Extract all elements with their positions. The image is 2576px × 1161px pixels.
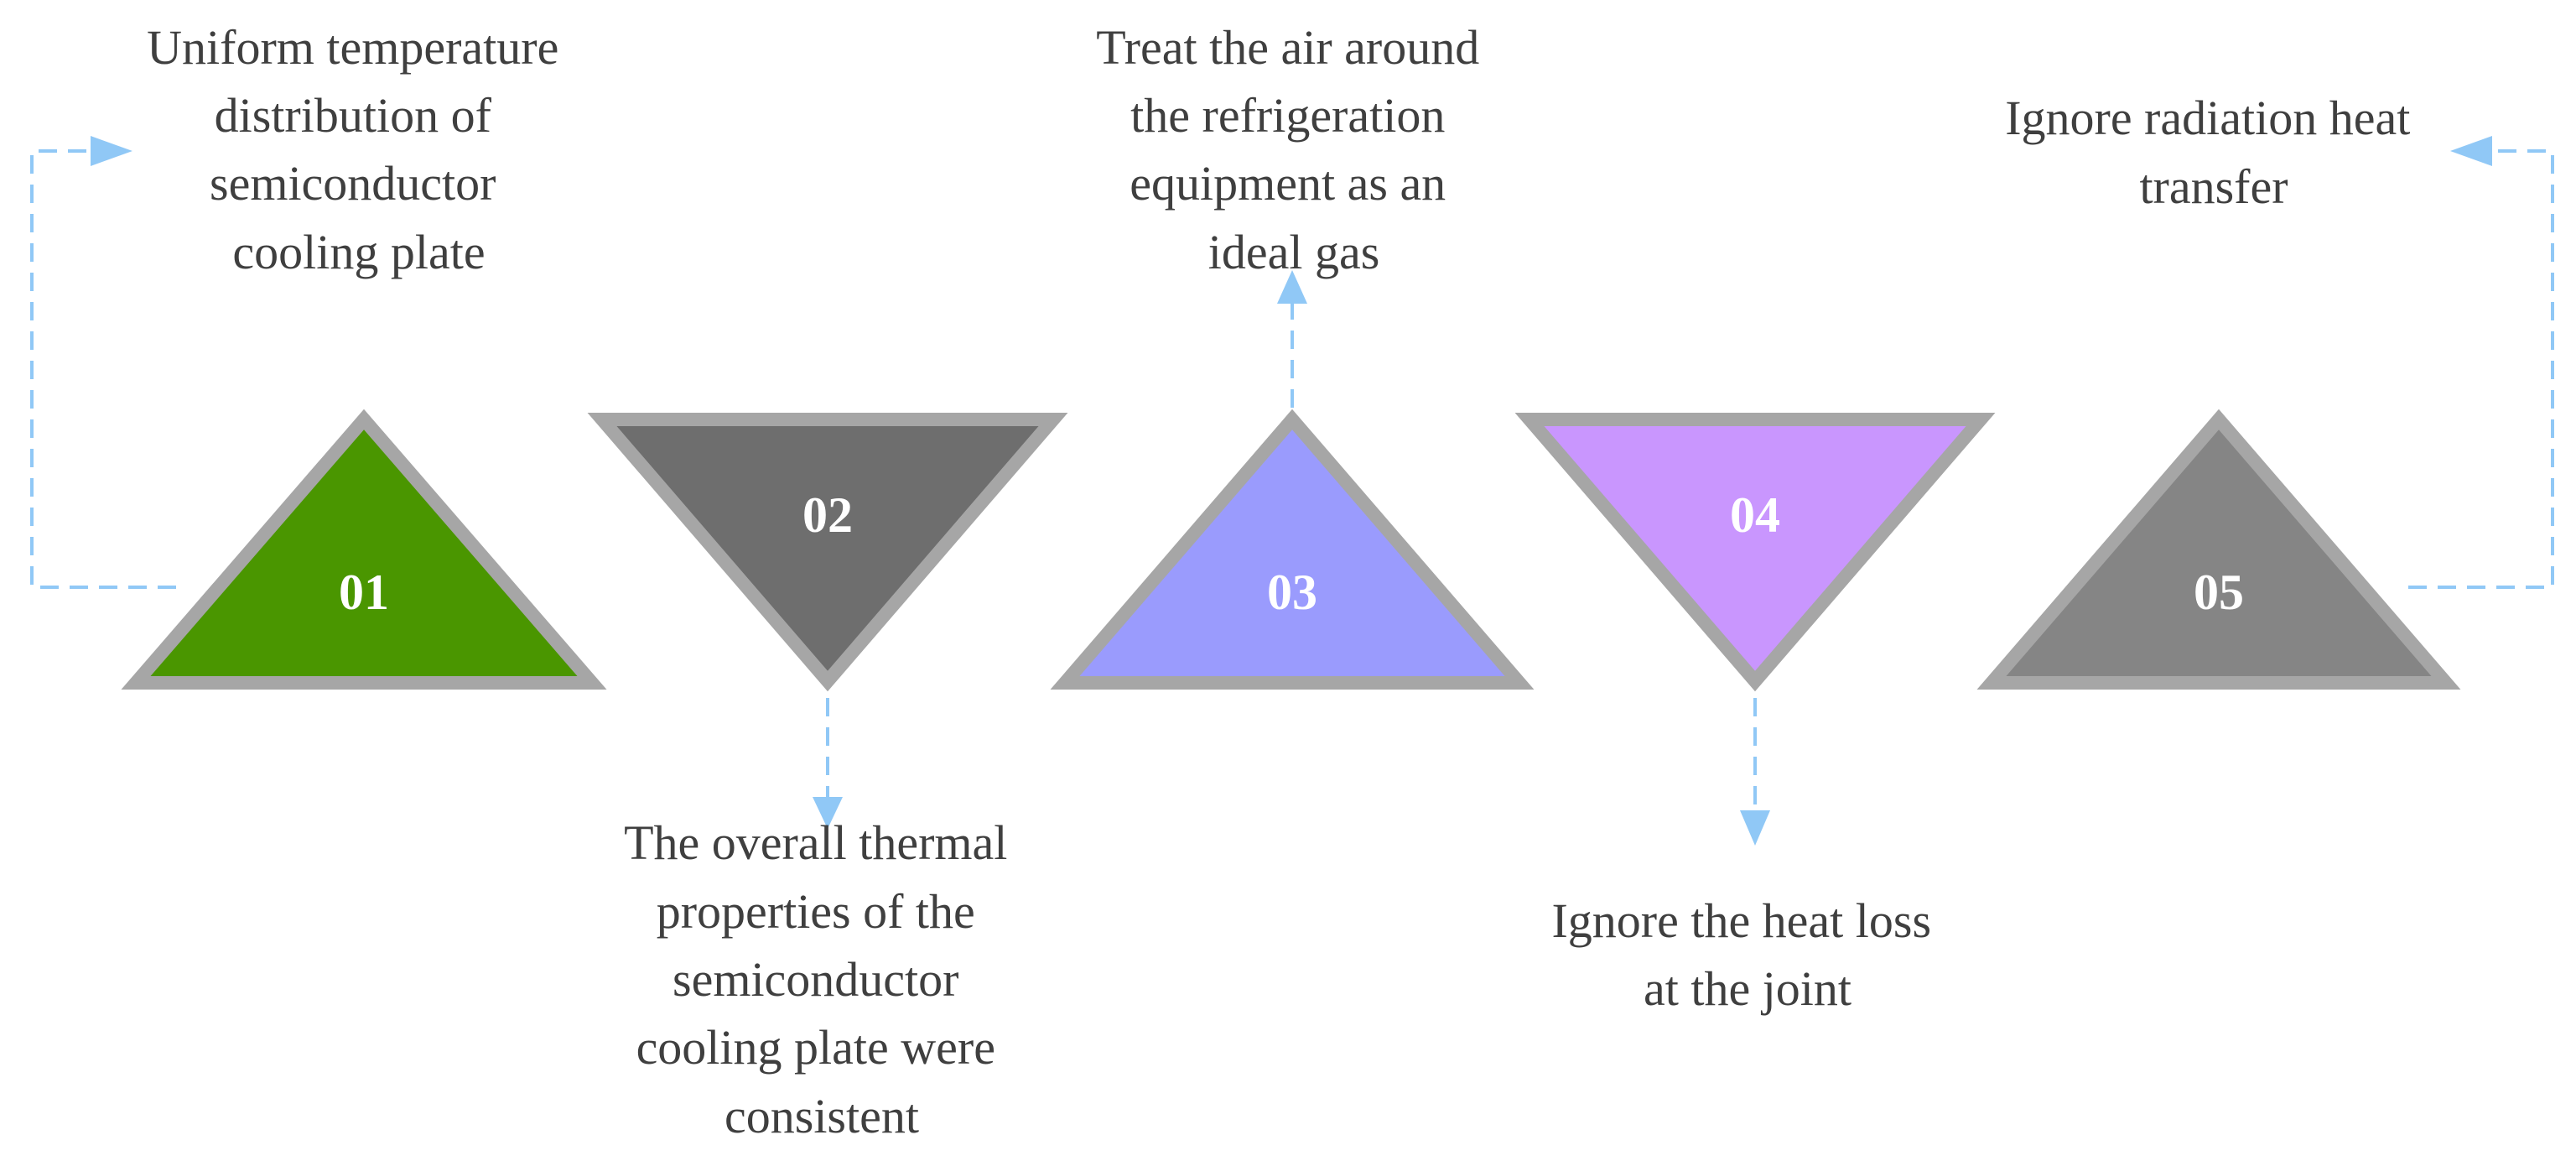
triangle-02	[602, 419, 1053, 681]
description-line: semiconductor	[210, 156, 496, 211]
connector-05	[2408, 149, 2554, 589]
step-description-04: Ignore the heat loss at the joint	[1551, 893, 1943, 1016]
arrowhead-03	[1277, 270, 1307, 304]
triangle-01	[136, 419, 592, 683]
description-line: cooling plate	[232, 225, 485, 279]
description-line: Ignore the heat loss	[1551, 893, 1931, 948]
arrowhead-02	[813, 797, 843, 829]
triangles	[121, 409, 2461, 692]
triangle-05	[1992, 419, 2446, 683]
step-number-02: 02	[802, 487, 853, 543]
description-line: cooling plate were	[636, 1020, 995, 1075]
step-description-02: The overall thermal properties of the se…	[624, 815, 1020, 1143]
description-line: The overall thermal	[624, 815, 1007, 870]
triangle-04	[1530, 419, 1981, 681]
description-line: ideal gas	[1208, 225, 1380, 279]
description-line: Ignore radiation heat	[2005, 91, 2410, 145]
step-number-05: 05	[2194, 565, 2244, 620]
description-line: at the joint	[1644, 961, 1852, 1016]
triangle-04-border	[1514, 413, 1996, 692]
arrowhead-04	[1740, 810, 1770, 846]
step-number-04: 04	[1730, 487, 1780, 543]
description-line: semiconductor	[673, 952, 958, 1007]
step-description-03: Treat the air around the refrigeration e…	[1096, 20, 1491, 279]
description-line: the refrigeration	[1130, 88, 1445, 143]
triangle-02-border	[587, 413, 1068, 692]
arrowhead-01	[91, 136, 132, 166]
description-line: transfer	[2139, 159, 2288, 214]
description-line: consistent	[724, 1089, 919, 1143]
step-number-01: 01	[339, 565, 389, 620]
description-line: Treat the air around	[1096, 20, 1479, 75]
description-line: equipment as an	[1130, 156, 1446, 211]
arrowhead-05	[2450, 136, 2492, 166]
step-description-01: Uniform temperature distribution of semi…	[147, 20, 571, 279]
connector-01	[30, 149, 176, 589]
step-numbers: 01 02 03 04 05	[339, 487, 2244, 620]
triangle-03	[1065, 419, 1519, 683]
description-line: distribution of	[215, 88, 492, 143]
step-number-03: 03	[1267, 565, 1317, 620]
step-description-05: Ignore radiation heat transfer	[2005, 91, 2423, 214]
triangle-05-border	[1976, 409, 2461, 690]
step-descriptions: Uniform temperature distribution of semi…	[147, 20, 2423, 1143]
triangle-01-border	[121, 409, 607, 690]
description-line: properties of the	[657, 884, 975, 939]
connectors	[30, 136, 2554, 846]
triangle-03-border	[1050, 409, 1535, 690]
description-line: Uniform temperature	[147, 20, 558, 75]
